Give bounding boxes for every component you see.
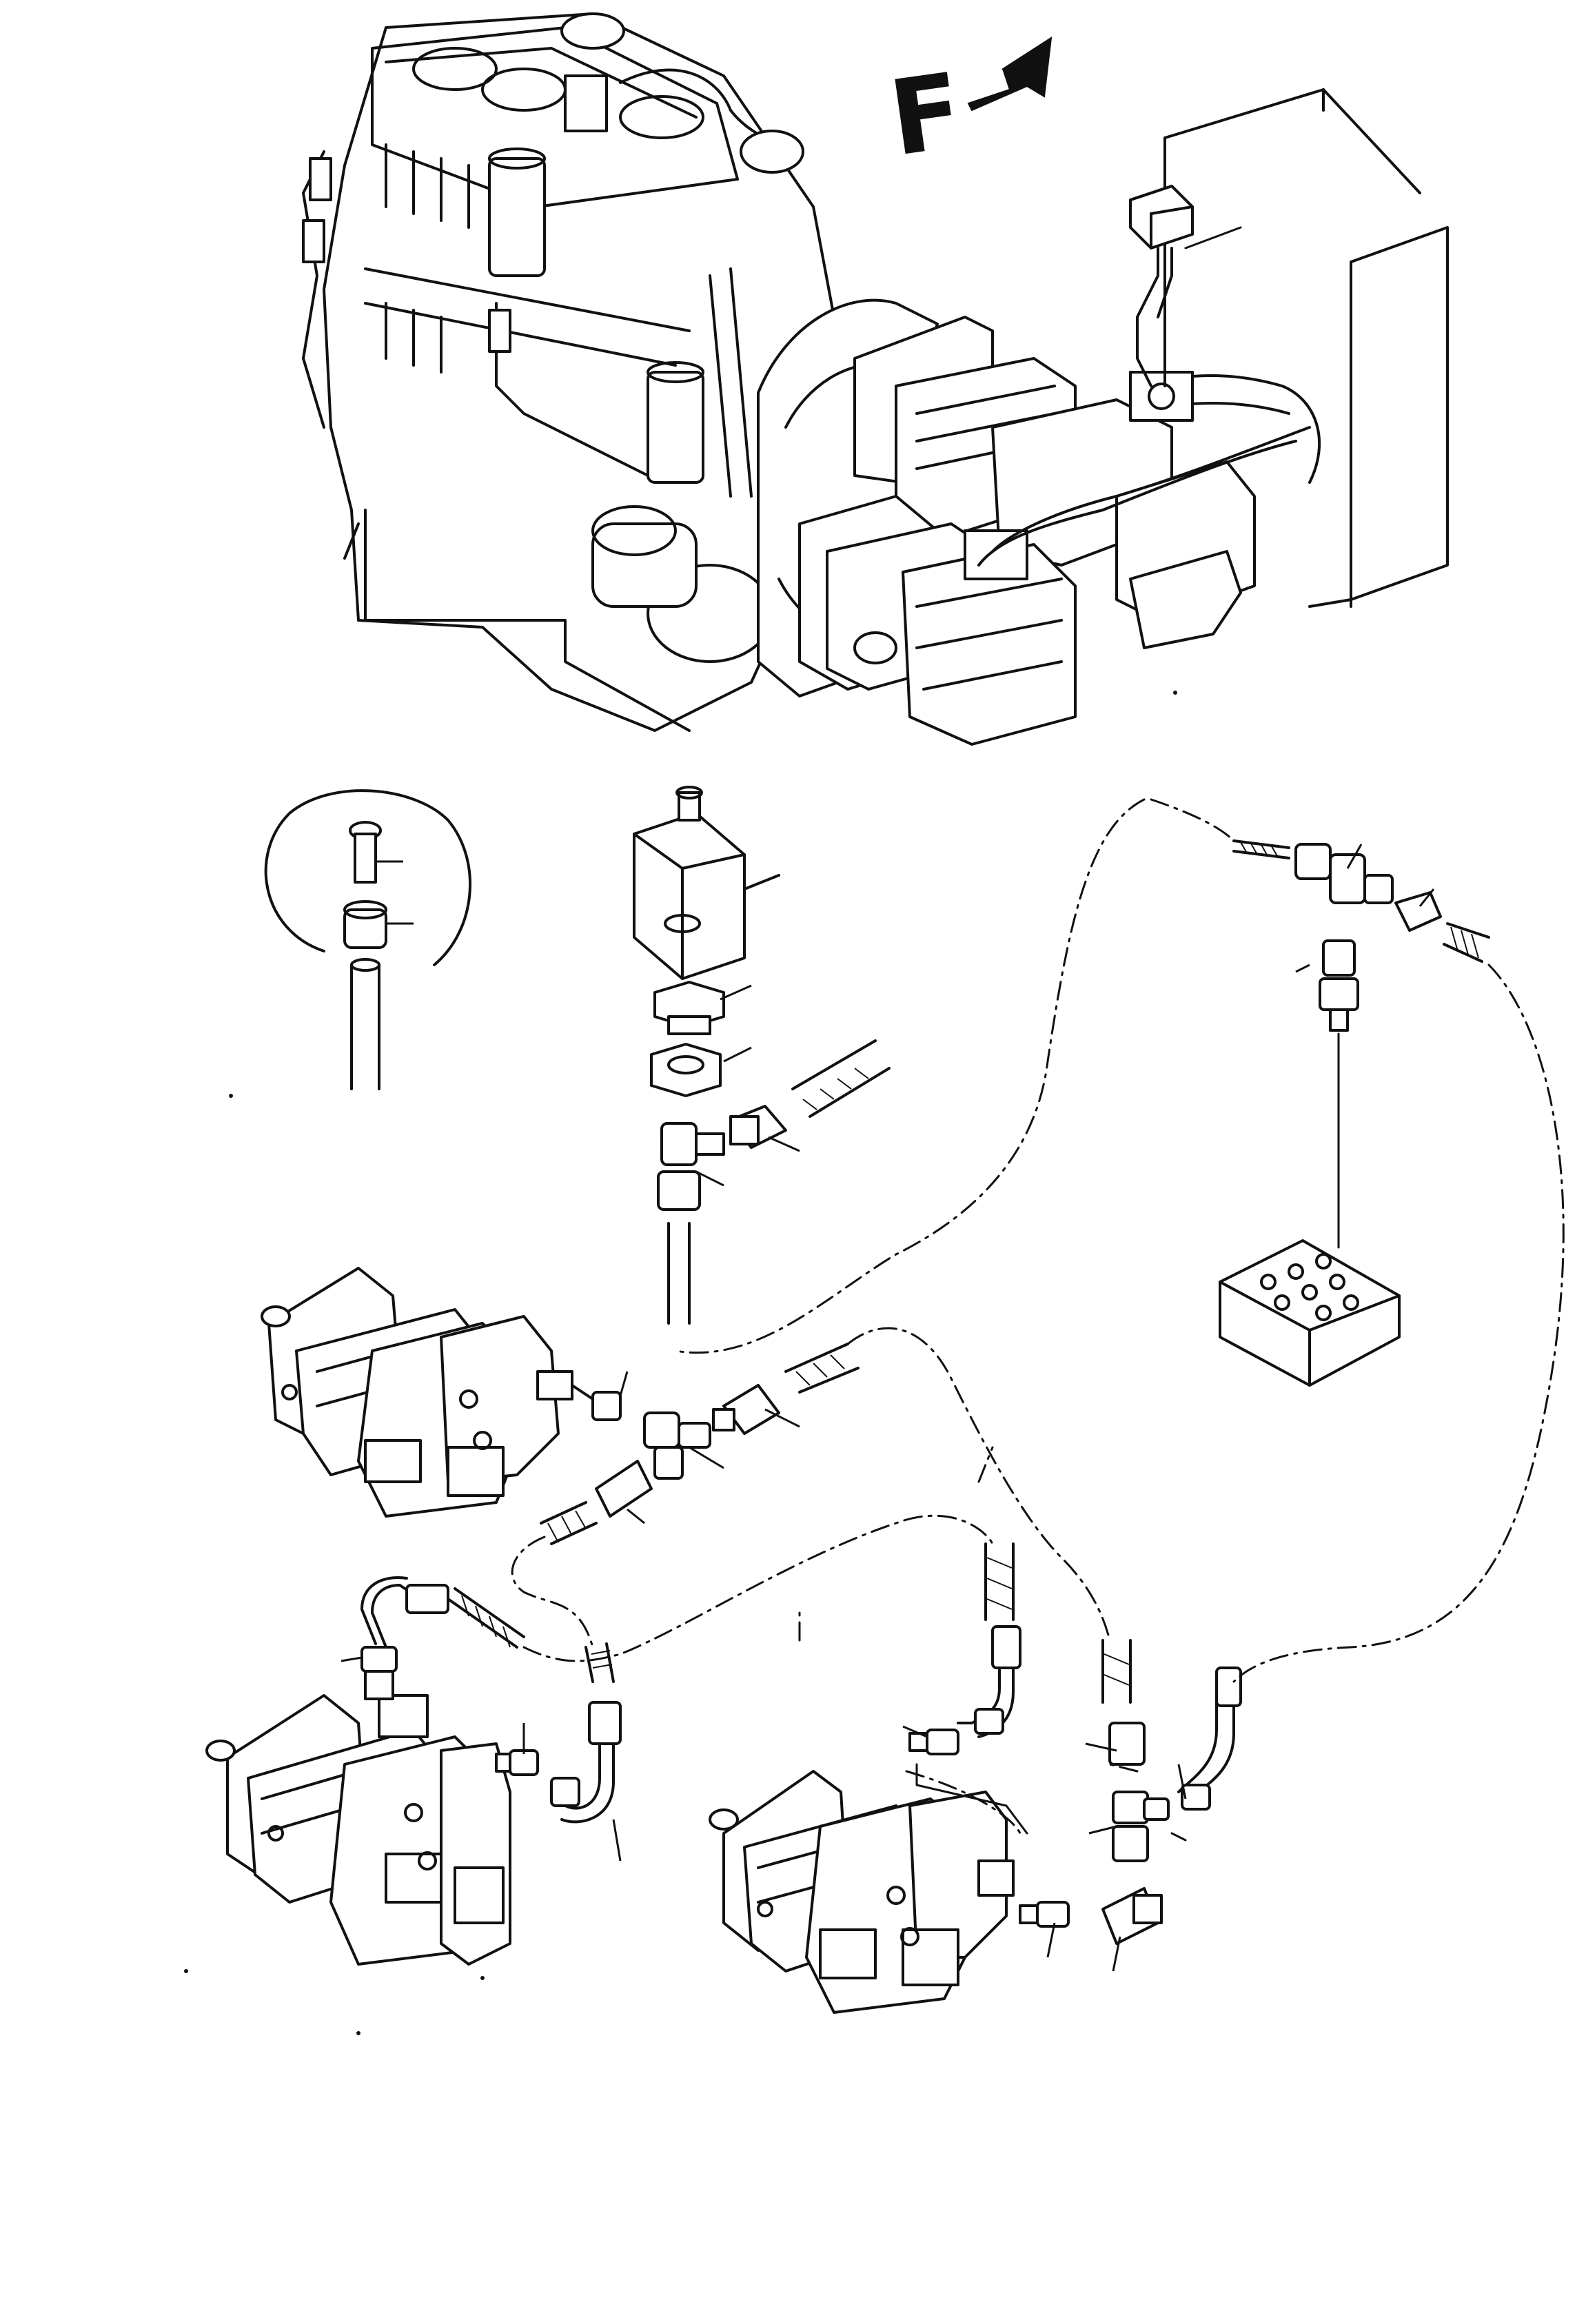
hose-routes <box>512 799 1563 1840</box>
travel-motor-upper-left <box>262 1268 572 1516</box>
valve-block <box>1220 1241 1399 1385</box>
travel-motor-lower-left <box>207 1695 510 1964</box>
stray-marks <box>185 691 1177 2035</box>
direction-arrow-icon <box>968 38 1051 110</box>
travel-motor-lower-right <box>710 1771 1013 2012</box>
upper-left-fittings <box>541 1344 858 1544</box>
lower-right-fittings <box>903 1544 1241 1971</box>
direction-marker: F <box>883 38 1051 180</box>
hydraulic-tank <box>1130 90 1447 607</box>
detail-view-circle <box>266 791 470 1089</box>
direction-letter: F <box>883 51 970 180</box>
engine-assembly <box>303 14 937 731</box>
pressure-sensor-assembly <box>634 787 889 1323</box>
lower-left-fittings <box>341 1578 620 1861</box>
pump-drive-assembly <box>800 317 1319 744</box>
right-tee-assembly <box>1234 841 1489 1247</box>
